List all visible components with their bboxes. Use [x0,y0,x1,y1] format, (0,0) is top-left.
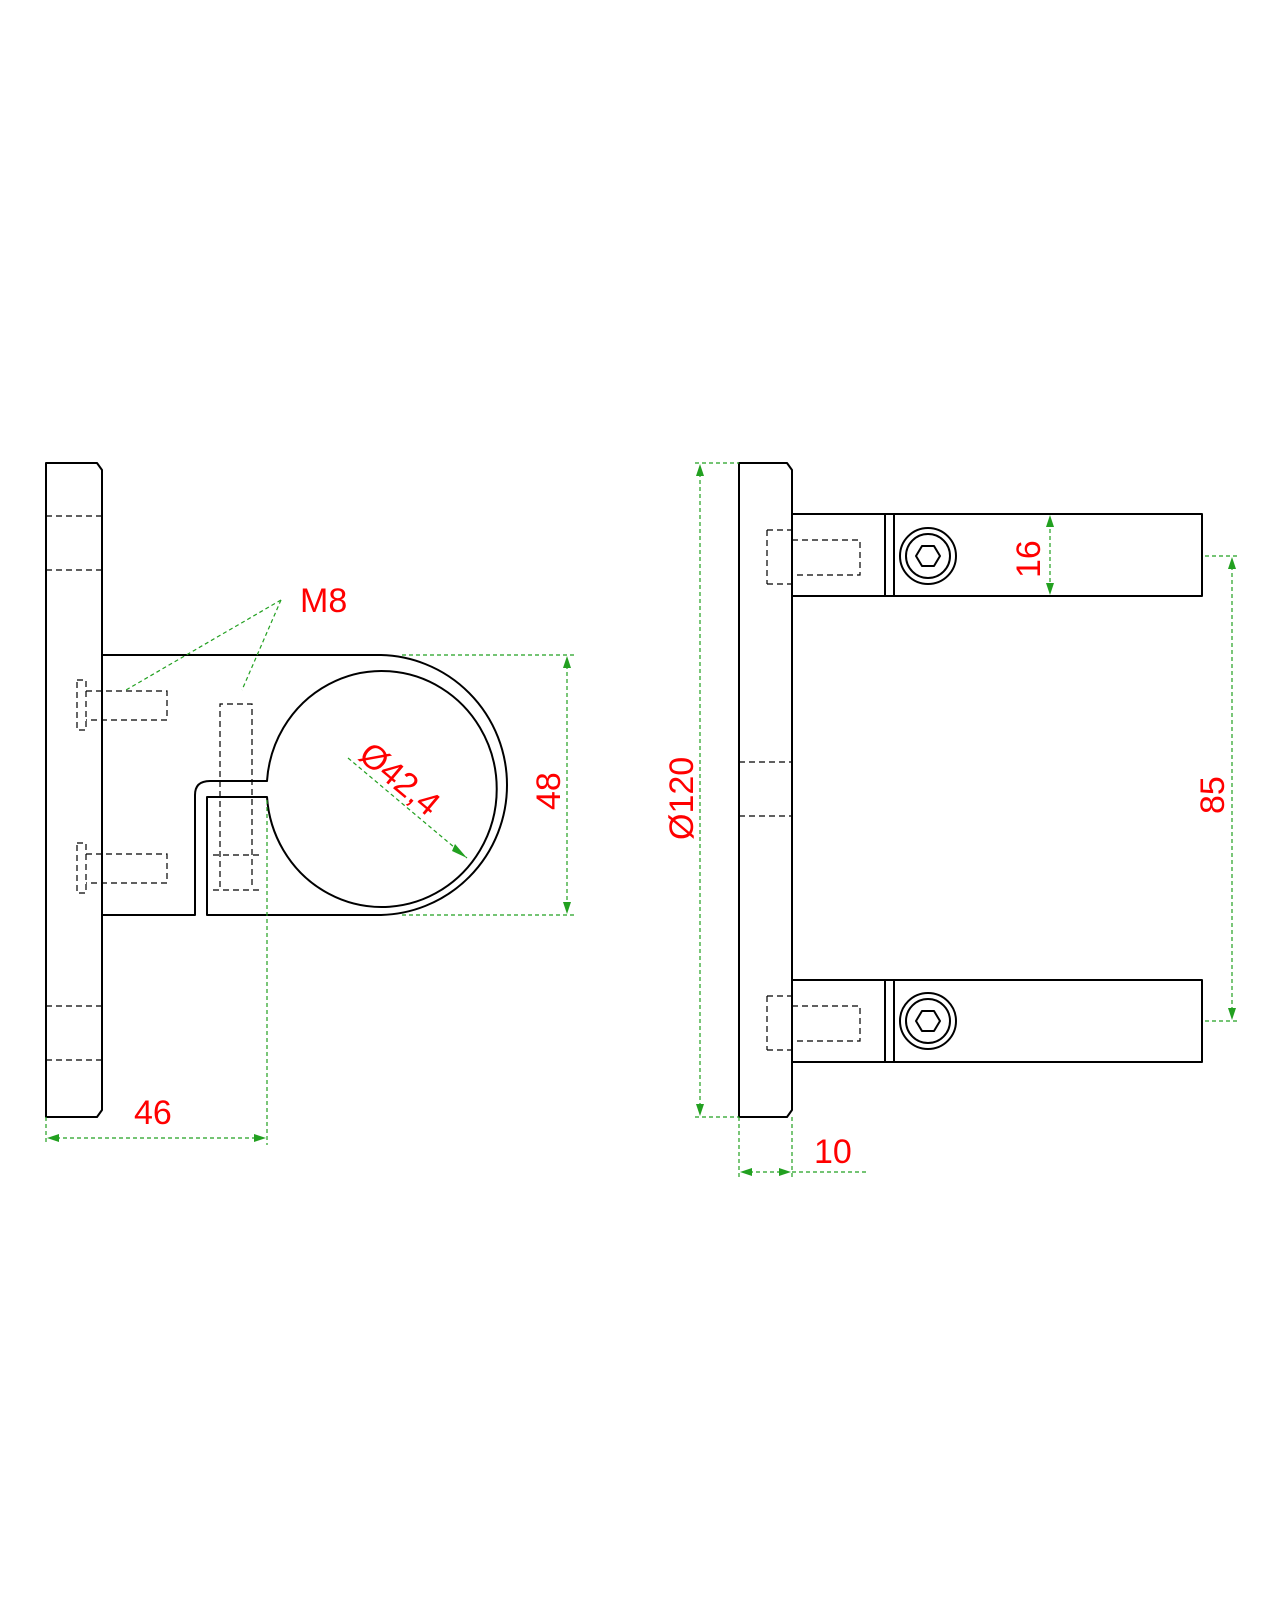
bracket-height-dimension: 48 [402,654,574,916]
side-view-screw-lower [76,842,168,894]
arm-height-label: 16 [1010,540,1048,578]
arm-spacing-label: 85 [1194,776,1232,814]
front-view-wall-plate [738,462,793,1118]
tube-diameter-label: Ø42,4 [352,735,447,824]
side-view-clamp-screw [213,703,259,891]
hex-socket-screw-icon [899,527,957,585]
side-view-screw-upper [76,679,168,731]
front-view-lower-arm [766,979,1203,1063]
arm-height-dimension: 16 [1010,515,1054,595]
plate-diameter-label: Ø120 [663,757,701,840]
m8-label: M8 [300,582,347,620]
tube-diameter-dimension: Ø42,4 [347,735,468,859]
arm-spacing-dimension: 85 [1194,555,1238,1022]
projection-label: 46 [134,1094,172,1132]
m8-leader: M8 [125,582,347,691]
side-view-wall-plate [45,462,103,1118]
side-view: M8 Ø42,4 48 46 [45,462,574,1145]
plate-thickness-label: 10 [814,1133,852,1171]
projection-dimension: 46 [45,800,268,1145]
plate-diameter-dimension: Ø120 [663,462,739,1118]
front-view: Ø120 16 85 10 [663,462,1238,1178]
front-view-plate-holes [739,761,792,817]
front-view-upper-arm [766,513,1203,597]
plate-thickness-dimension: 10 [738,1117,866,1178]
bracket-height-label: 48 [530,772,568,810]
side-view-bracket-body [102,654,508,916]
hex-socket-screw-icon [899,992,957,1050]
side-view-plate-holes [46,515,102,1061]
